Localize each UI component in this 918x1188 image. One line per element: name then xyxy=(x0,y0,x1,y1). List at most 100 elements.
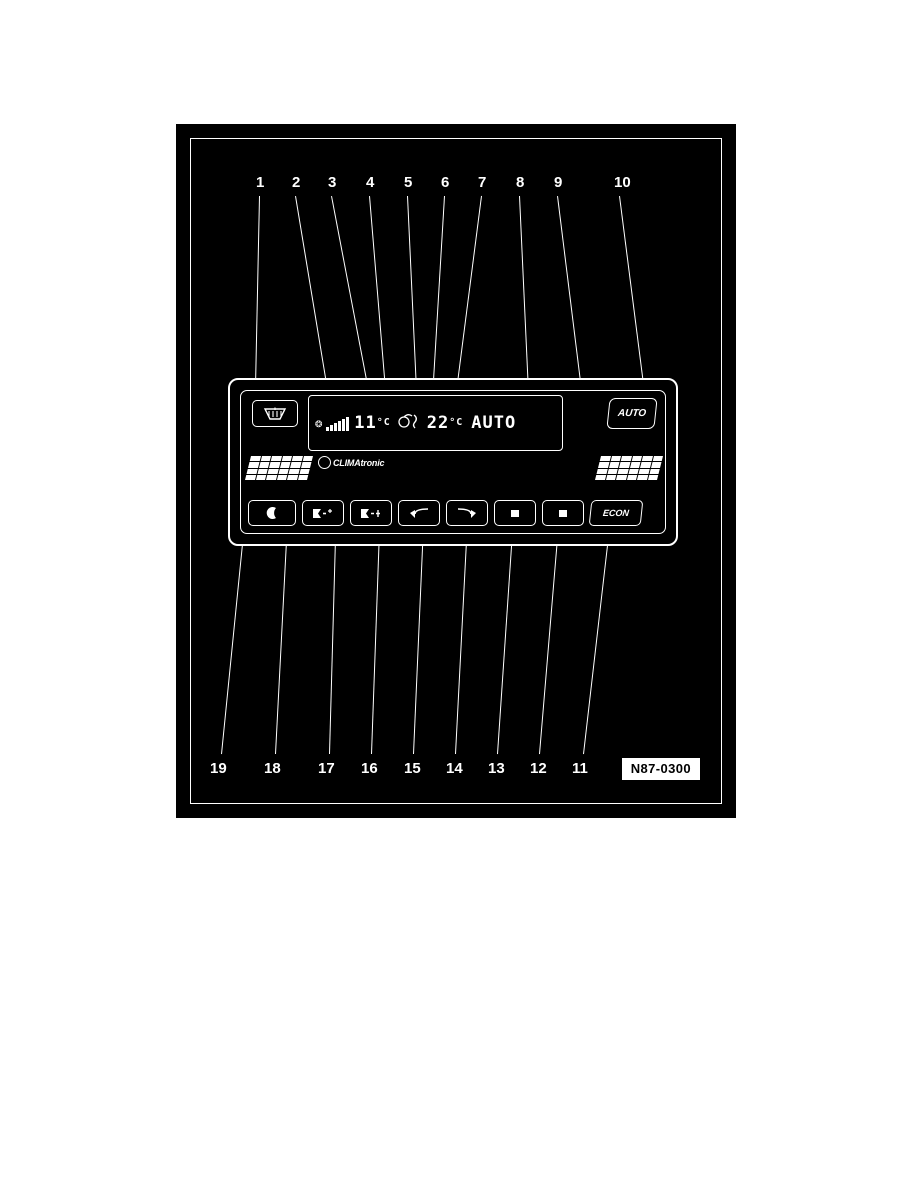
air-distribution-left-button[interactable] xyxy=(494,500,536,526)
temperature-decrease-button[interactable] xyxy=(398,500,440,526)
logo-text: CLIMAtronic xyxy=(333,457,385,468)
defroster-icon xyxy=(263,407,287,420)
callout-number-18: 18 xyxy=(264,760,281,777)
vw-logo-mark xyxy=(318,456,331,469)
display-mode-text: AUTO xyxy=(471,412,517,433)
outside-temperature-unit: °C xyxy=(376,417,391,428)
grille-slat xyxy=(638,468,650,474)
grille-slat xyxy=(619,462,630,468)
grille-slat xyxy=(278,468,289,474)
grille-slat xyxy=(649,468,660,474)
grille-slat xyxy=(598,462,609,468)
fan-bar xyxy=(326,427,330,431)
climatronic-logo: CLIMAtronic xyxy=(318,456,384,469)
grille-slat xyxy=(290,462,301,468)
grille-slat xyxy=(249,456,261,462)
square-icon xyxy=(511,509,519,517)
arrow-left-icon xyxy=(410,508,429,518)
grille-slat xyxy=(595,474,606,480)
grille-slat xyxy=(647,474,659,480)
grille-slat xyxy=(302,456,313,462)
fan-bar xyxy=(338,421,342,431)
grille-slat xyxy=(640,462,651,468)
grille-slat xyxy=(628,468,639,474)
callout-number-10: 10 xyxy=(614,174,631,191)
grille-slat xyxy=(608,462,620,468)
callout-number-19: 19 xyxy=(210,760,227,777)
grille-slat xyxy=(626,474,638,480)
callout-number-5: 5 xyxy=(404,174,413,191)
grille-slat xyxy=(291,456,303,462)
lcd-display: ❂ 11 °C 22 °C AUTO xyxy=(308,395,563,451)
fan-increase-button[interactable] xyxy=(350,500,392,526)
auto-mode-button[interactable]: AUTO xyxy=(606,398,658,429)
snowflake-icon: ❂ xyxy=(315,416,324,430)
fan-plus-icon xyxy=(361,508,380,518)
callout-number-8: 8 xyxy=(516,174,525,191)
set-temperature-unit: °C xyxy=(449,417,464,428)
grille-slat xyxy=(266,474,277,480)
right-vent-grille xyxy=(595,456,663,480)
windshield-defrost-button[interactable] xyxy=(252,400,298,427)
grille-slat xyxy=(255,474,267,480)
fan-bar xyxy=(330,425,334,431)
callout-number-13: 13 xyxy=(488,760,505,777)
callout-number-4: 4 xyxy=(366,174,375,191)
outside-temperature-value: 11 xyxy=(354,412,377,433)
grille-slat xyxy=(299,468,310,474)
grille-slat xyxy=(616,474,627,480)
rear-defog-button[interactable] xyxy=(248,500,296,526)
grille-slat xyxy=(607,468,618,474)
grille-slat xyxy=(650,462,662,468)
grille-slat xyxy=(246,468,258,474)
callout-number-6: 6 xyxy=(441,174,450,191)
callout-number-7: 7 xyxy=(478,174,487,191)
callout-number-9: 9 xyxy=(554,174,563,191)
callout-number-11: 11 xyxy=(572,760,588,777)
callout-number-3: 3 xyxy=(328,174,337,191)
grille-slat xyxy=(629,462,641,468)
grille-slat xyxy=(641,456,653,462)
grille-slat xyxy=(617,468,629,474)
auto-button-label: AUTO xyxy=(617,408,647,419)
callout-number-1: 1 xyxy=(256,174,265,191)
control-head-inner-frame xyxy=(240,390,666,534)
control-button-row: ECON xyxy=(248,498,662,528)
callout-number-2: 2 xyxy=(292,174,301,191)
grille-slat xyxy=(281,456,292,462)
grille-slat xyxy=(260,456,271,462)
fan-bar xyxy=(346,417,350,431)
temperature-increase-button[interactable] xyxy=(446,500,488,526)
set-temperature-value: 22 xyxy=(426,412,450,433)
econ-button-label: ECON xyxy=(602,508,630,518)
grille-slat xyxy=(652,456,663,462)
vent-direction-icon xyxy=(398,414,417,429)
callout-number-12: 12 xyxy=(530,760,547,777)
grille-slat xyxy=(257,468,268,474)
moon-icon xyxy=(266,507,276,519)
arrow-right-icon xyxy=(457,508,476,518)
callout-number-16: 16 xyxy=(361,760,378,777)
figure-code-label: N87-0300 xyxy=(621,758,700,780)
grille-slat xyxy=(267,468,279,474)
grille-slat xyxy=(610,456,621,462)
grille-slat xyxy=(245,474,256,480)
grille-slat xyxy=(620,456,632,462)
grille-slat xyxy=(279,462,291,468)
grille-slat xyxy=(631,456,642,462)
fan-decrease-button[interactable] xyxy=(302,500,344,526)
grille-slat xyxy=(300,462,312,468)
grille-slat xyxy=(248,462,259,468)
grille-slat xyxy=(270,456,282,462)
callout-number-15: 15 xyxy=(404,760,421,777)
air-distribution-right-button[interactable] xyxy=(542,500,584,526)
grille-slat xyxy=(637,474,648,480)
grille-slat xyxy=(599,456,611,462)
grille-slat xyxy=(297,474,309,480)
fan-bar xyxy=(342,419,346,431)
econ-button[interactable]: ECON xyxy=(588,500,644,526)
fan-bar xyxy=(334,423,338,431)
callout-number-14: 14 xyxy=(446,760,463,777)
grille-slat xyxy=(258,462,270,468)
